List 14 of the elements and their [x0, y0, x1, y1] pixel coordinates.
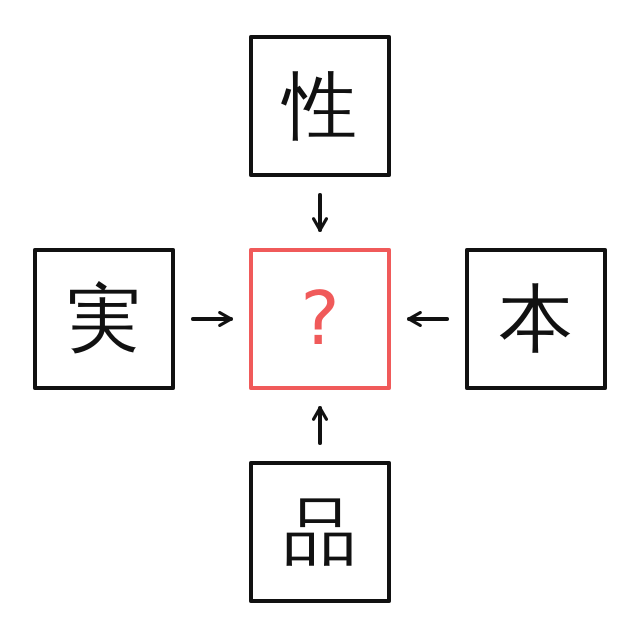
- arrow: [191, 311, 233, 327]
- character-box: [249, 461, 391, 603]
- kanji-character: 実: [67, 282, 141, 356]
- character-box: [249, 35, 391, 177]
- kanji-character: 品: [283, 495, 357, 569]
- kanji-character: 性: [283, 69, 357, 143]
- question-box: [249, 248, 391, 390]
- character-box: [465, 248, 607, 390]
- kanji-character: 本: [499, 282, 573, 356]
- arrow: [312, 193, 328, 232]
- arrow: [312, 406, 328, 445]
- arrow: [407, 311, 449, 327]
- question-mark: ?: [300, 282, 340, 356]
- character-box: [33, 248, 175, 390]
